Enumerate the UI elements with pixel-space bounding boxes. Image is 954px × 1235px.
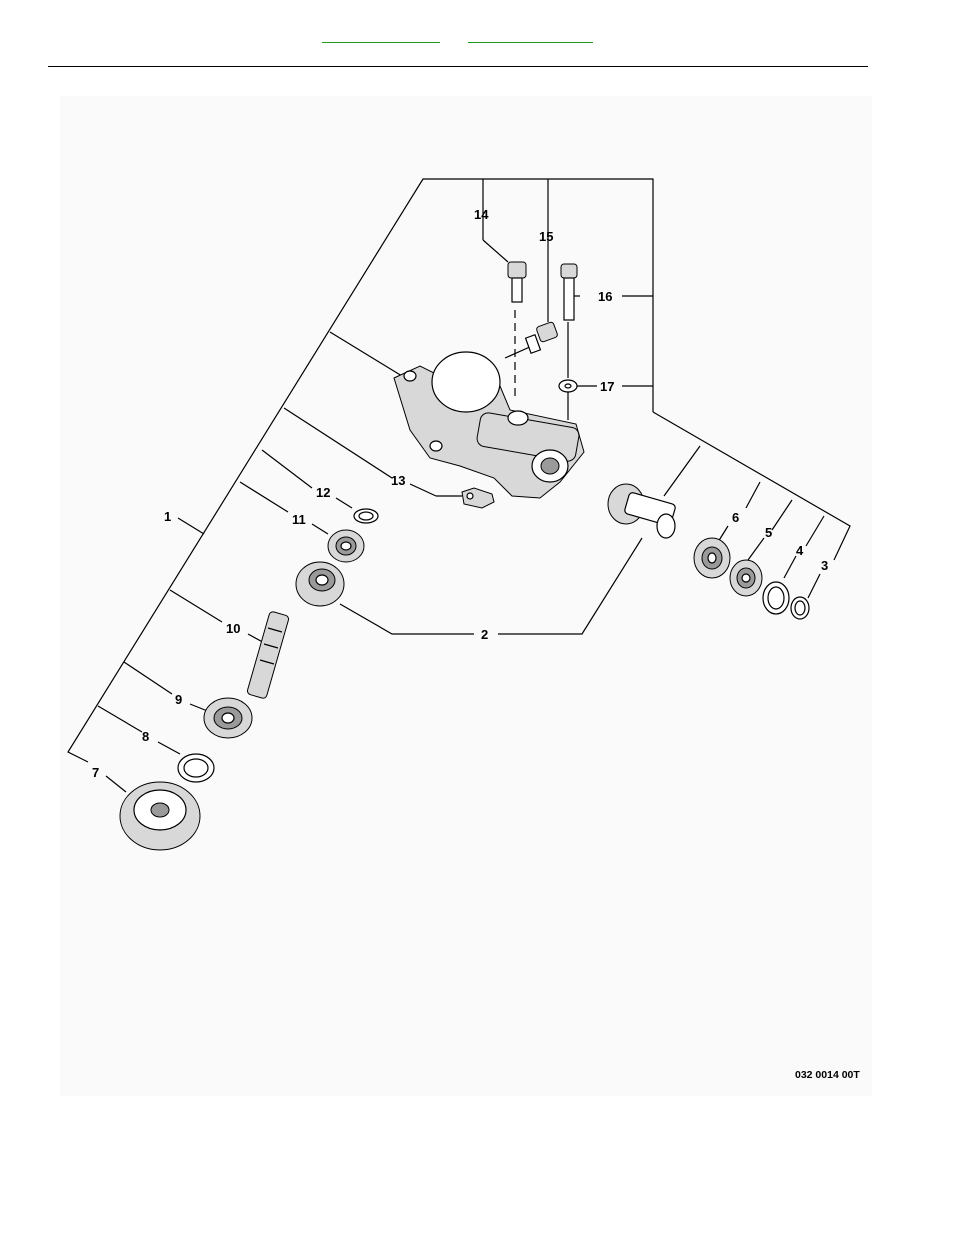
part-gear-2b xyxy=(608,484,676,538)
part-ring-3 xyxy=(791,597,809,619)
part-gear-2a xyxy=(296,562,344,606)
part-shaft-10 xyxy=(247,611,290,699)
part-bearing-9 xyxy=(204,698,252,738)
label-2: 2 xyxy=(481,627,488,642)
part-bearing-5 xyxy=(730,560,762,596)
label-12: 12 xyxy=(316,485,330,500)
part-bolt-14 xyxy=(508,262,526,302)
label-8: 8 xyxy=(142,729,149,744)
label-10: 10 xyxy=(226,621,240,636)
part-gear-housing xyxy=(394,352,584,498)
label-1: 1 xyxy=(164,509,171,524)
label-14: 14 xyxy=(474,207,489,222)
part-bolt-15 xyxy=(526,321,559,353)
part-ring-12 xyxy=(354,509,378,523)
label-3: 3 xyxy=(821,558,828,573)
label-15: 15 xyxy=(539,229,553,244)
part-washer-17 xyxy=(559,380,577,392)
leader-lines xyxy=(68,179,850,792)
label-9: 9 xyxy=(175,692,182,707)
part-bolt-16 xyxy=(561,264,577,320)
label-16: 16 xyxy=(598,289,612,304)
label-6: 6 xyxy=(732,510,739,525)
part-bearing-11 xyxy=(328,530,364,562)
label-11: 11 xyxy=(292,512,306,527)
label-5: 5 xyxy=(765,525,772,540)
part-bearing-6 xyxy=(694,538,730,578)
part-ring-4 xyxy=(763,582,789,614)
part-plate-13 xyxy=(462,488,494,508)
part-labels: 1 2 3 4 5 6 7 8 9 10 11 12 13 14 15 16 1… xyxy=(92,207,860,1081)
drawing-code: 032 0014 00T xyxy=(795,1069,860,1081)
part-ring-8 xyxy=(178,754,214,782)
label-13: 13 xyxy=(391,473,405,488)
label-17: 17 xyxy=(600,379,614,394)
label-7: 7 xyxy=(92,765,99,780)
part-cover-7 xyxy=(120,782,200,850)
label-4: 4 xyxy=(796,543,804,558)
